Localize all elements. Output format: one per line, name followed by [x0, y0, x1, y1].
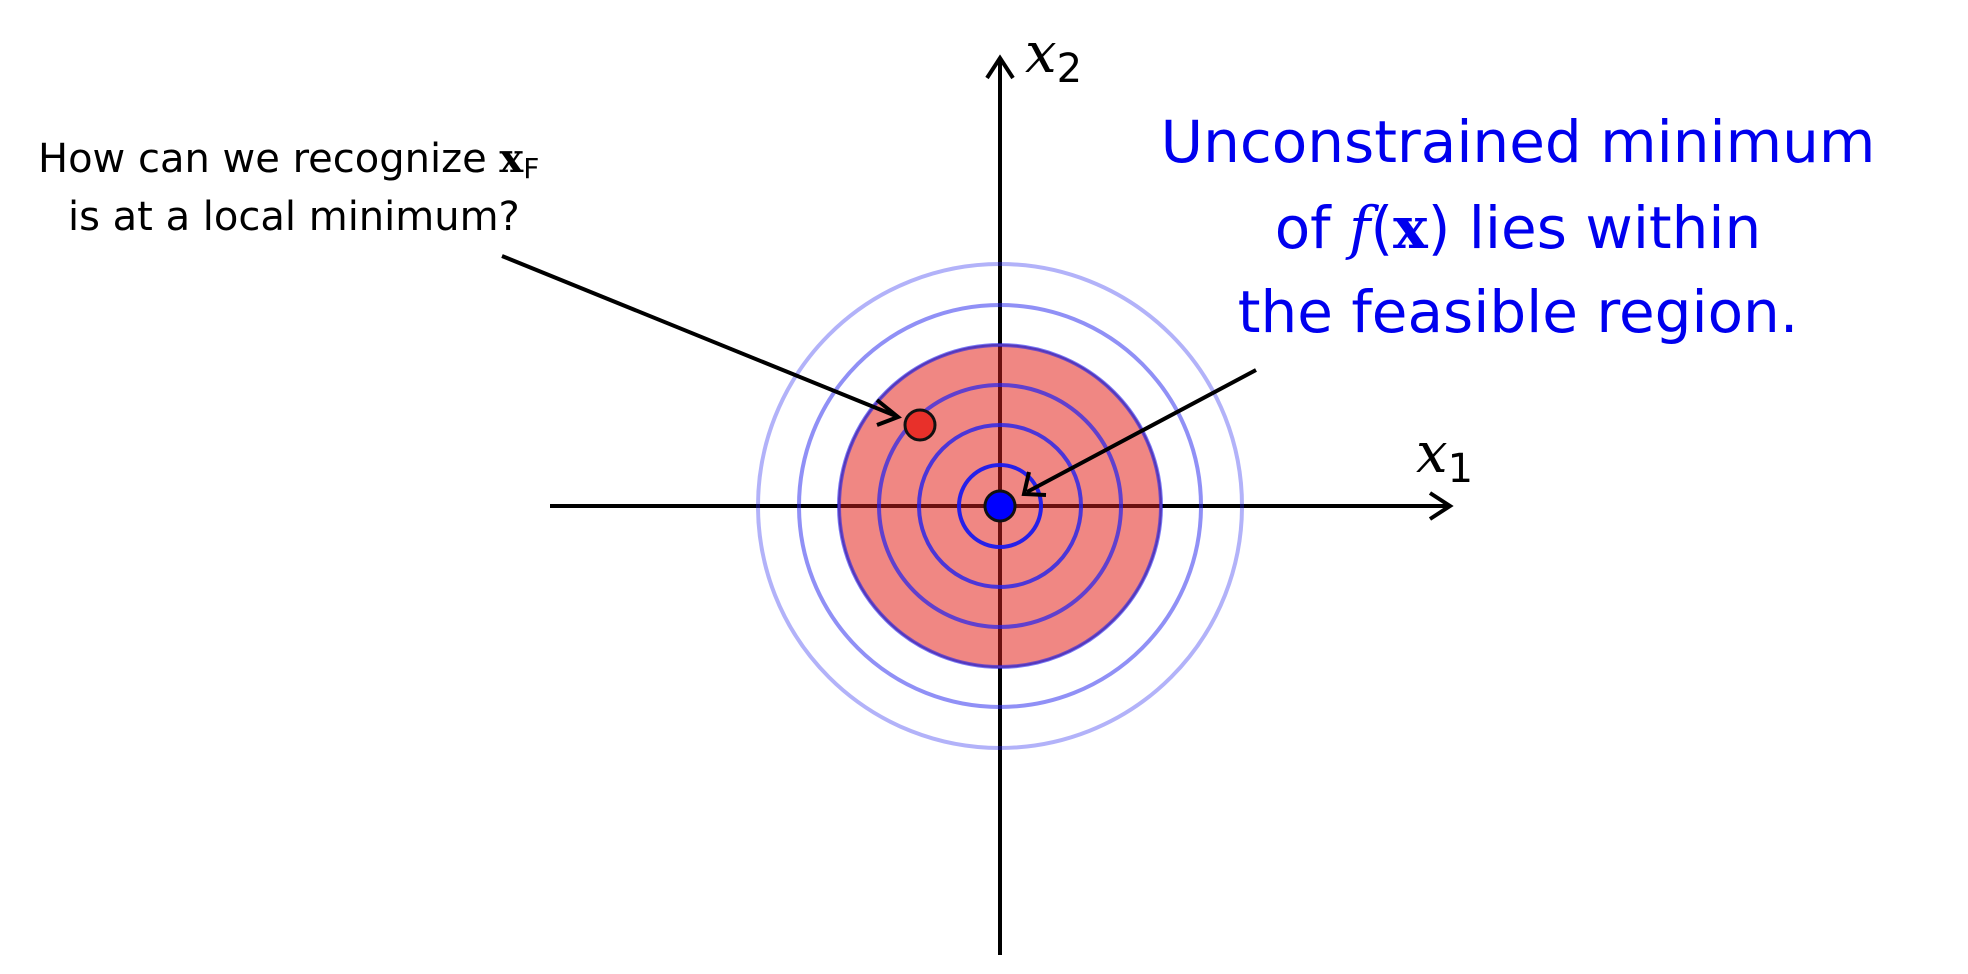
- contour-line: [797, 303, 1203, 709]
- question-line-2: is at a local minimum?: [68, 194, 520, 240]
- x2-axis-label: x2: [1025, 21, 1082, 92]
- x2-axis-arrowhead: [985, 54, 1015, 80]
- contour-line: [957, 463, 1043, 549]
- contour-line: [877, 383, 1123, 629]
- feasible-point-xF: [903, 408, 937, 442]
- x1-axis-label: x1: [1416, 421, 1473, 492]
- question-arrow: [501, 254, 897, 418]
- annotation-line-2: of f(x) lies within: [1275, 194, 1762, 262]
- contour-line: [917, 423, 1083, 589]
- contour-line: [837, 343, 1163, 669]
- annotation-line-1: Unconstrained minimum: [1161, 108, 1876, 176]
- question-arrowhead: [875, 398, 902, 427]
- contour-line: [756, 262, 1244, 750]
- annotation-line-3: the feasible region.: [1238, 278, 1799, 346]
- x1-axis-arrowhead: [1428, 491, 1454, 521]
- question-line-1: How can we recognize xF: [38, 135, 539, 185]
- annotation-arrowhead: [1021, 471, 1047, 497]
- annotation-arrow: [1026, 368, 1257, 494]
- unconstrained-minimum-point: [983, 489, 1017, 523]
